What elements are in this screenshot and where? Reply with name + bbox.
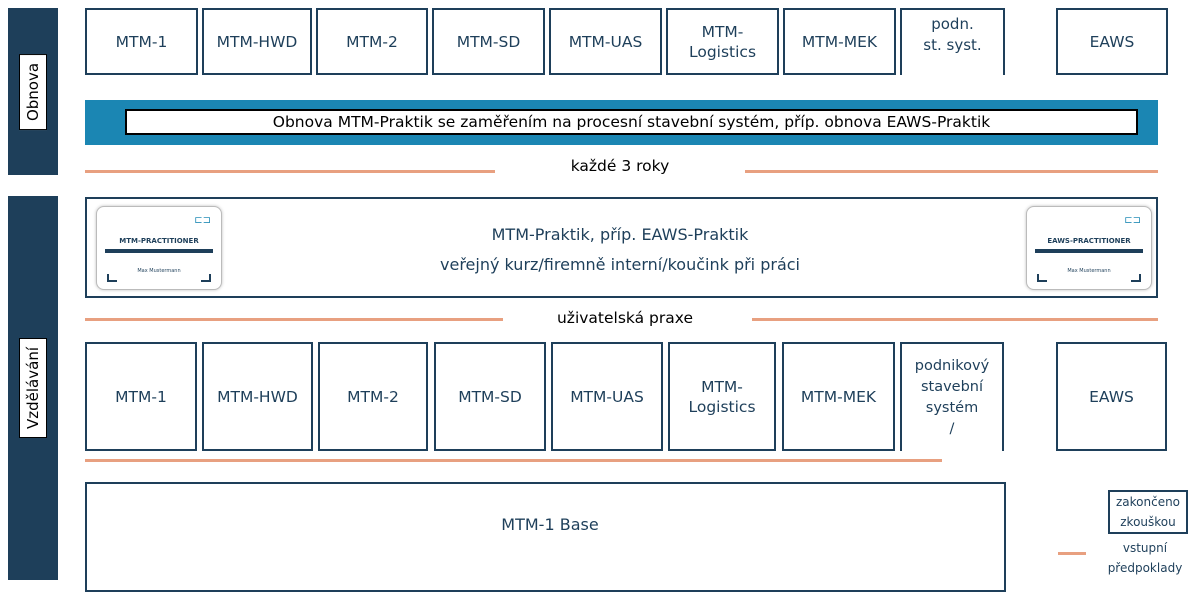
certificate-corner: [1037, 274, 1047, 282]
base-label: MTM-1 Base: [501, 515, 599, 534]
renewal-module-eaws: EAWS: [1056, 8, 1168, 75]
interval-line-left: [85, 170, 495, 173]
practitioner-line2: veřejný kurz/firemně interní/koučink při…: [440, 255, 800, 274]
certificate-corner: [107, 274, 117, 282]
legend-exam: zakončeno zkouškou: [1108, 490, 1188, 534]
renewal-banner: Obnova MTM-Praktik se zaměřením na proce…: [125, 109, 1138, 135]
practice-label: uživatelská praxe: [556, 309, 693, 327]
education-module-eaws: EAWS: [1056, 342, 1167, 451]
certificate-logo-icon: ⊏⊐: [1124, 215, 1141, 226]
practitioner-line1: MTM-Praktik, příp. EAWS-Praktik: [491, 225, 749, 244]
education-module-mtm-mek: MTM-MEK: [782, 342, 895, 451]
certificate-title: MTM-PRACTITIONER: [119, 237, 199, 245]
certificate-name: Max Mustermann: [1067, 268, 1111, 274]
renewal-module-mtm-mek: MTM-MEK: [783, 8, 896, 75]
practitioner-box: [85, 197, 1158, 298]
renewal-module-mtm-sd: MTM-SD: [432, 8, 545, 75]
renewal-module-mtm-uas: MTM-UAS: [549, 8, 662, 75]
legend-prereq-line: [1058, 552, 1086, 555]
education-module-mtm-sd: MTM-SD: [434, 342, 546, 451]
interval-line-right: [745, 170, 1158, 173]
education-module-mtm-hwd: MTM-HWD: [202, 342, 313, 451]
legend-prereq: vstupní předpoklady: [1107, 541, 1183, 575]
renewal-banner-text: Obnova MTM-Praktik se zaměřením na proce…: [272, 113, 991, 131]
renewal-module-mtm-logistics: MTM- Logistics: [666, 8, 779, 75]
mtm-practitioner-certificate: ⊏⊐ MTM-PRACTITIONER Max Mustermann: [96, 206, 222, 290]
renewal-module-mtm-hwd: MTM-HWD: [202, 8, 312, 75]
eaws-practitioner-certificate: ⊏⊐ EAWS-PRACTITIONER Max Mustermann: [1026, 206, 1152, 290]
education-module-mtm-uas: MTM-UAS: [551, 342, 663, 451]
practice-line-left: [85, 318, 503, 321]
education-module-company-system: podnikový stavební systém /: [900, 342, 1004, 451]
certificate-band: [105, 249, 213, 253]
certificate-corner: [1131, 274, 1141, 282]
certificate-logo-icon: ⊏⊐: [194, 215, 211, 226]
education-label: Vzdělávání: [19, 338, 47, 438]
practice-line-right: [752, 318, 1158, 321]
education-module-mtm-2: MTM-2: [318, 342, 428, 451]
education-sidebar: Vzdělávání: [8, 196, 58, 580]
base-box: [85, 482, 1006, 592]
certificate-corner: [201, 274, 211, 282]
renewal-module-mtm-1: MTM-1: [85, 8, 198, 75]
certificate-name: Max Mustermann: [137, 268, 181, 274]
prerequisite-line: [85, 459, 942, 462]
interval-label: každé 3 roky: [570, 157, 670, 175]
renewal-module-company-system: podn. st. syst.: [900, 8, 1005, 75]
renewal-module-mtm-2: MTM-2: [316, 8, 428, 75]
certificate-band: [1035, 249, 1143, 253]
certificate-title: EAWS-PRACTITIONER: [1047, 237, 1131, 245]
education-module-mtm-logistics: MTM- Logistics: [668, 342, 776, 451]
renewal-sidebar: Obnova: [8, 8, 58, 175]
renewal-label: Obnova: [19, 53, 47, 130]
education-module-mtm-1: MTM-1: [85, 342, 197, 451]
